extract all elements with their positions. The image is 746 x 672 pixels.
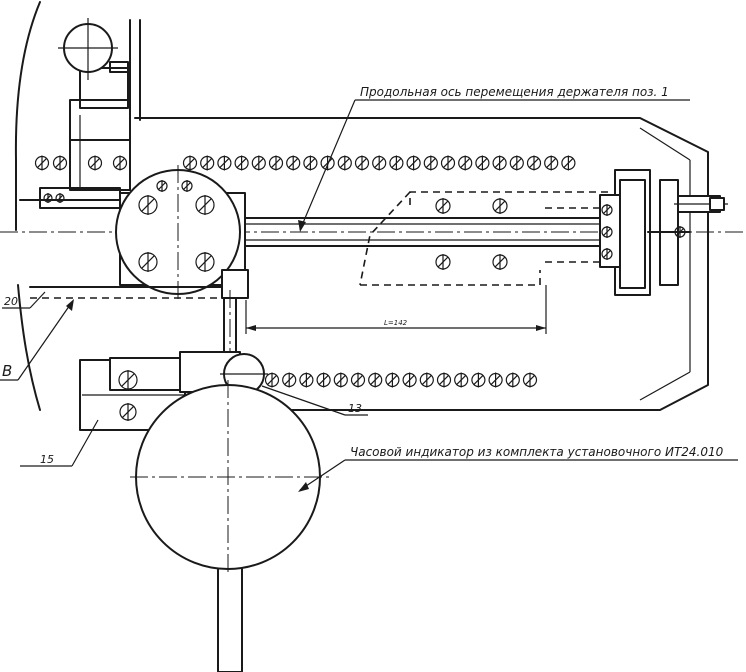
indicator-label-leader [299,459,346,491]
carriage-bolt [492,254,508,270]
flange-bolt [195,195,215,215]
top-row-bolt [251,155,266,171]
indicator-label-arrow [298,482,309,492]
top-row-bolt [544,155,559,171]
bottom-row-bolt [299,372,314,388]
top-row-bolt [320,155,335,171]
flange-bolt [195,252,215,272]
axis-label-leader [299,99,356,231]
carriage-bolt [492,198,508,214]
top-row-bolt [372,155,387,171]
top-row-bolt [389,155,404,171]
ref-13: 13 [348,402,362,415]
handle-bolt [674,226,686,238]
housing-inner-bottom [639,371,691,401]
flange-top-bolt [181,180,193,192]
top-row-bolt [406,155,421,171]
dashed-carriage [359,191,611,286]
top-row-bolt [234,155,249,171]
carriage-bolt [435,254,451,270]
top-row-bolt [354,155,370,171]
housing-outline [134,117,709,411]
bottom-row-bolt [419,372,434,388]
top-row-bolt [87,155,103,171]
bottom-row-bolt [436,372,452,388]
end-block-bolt [601,204,613,216]
bottom-row-bolt [385,372,400,388]
axis-label-arrow [298,220,306,232]
top-row-bolt [440,155,456,171]
bottom-row-bolt [505,372,520,388]
top-pillar [69,99,131,191]
top-row-bolt [182,155,198,171]
bottom-row-bolt [316,372,331,388]
rail-bolt [55,193,65,203]
housing-inner-top [639,127,691,161]
bottom-row-bolt [488,372,503,388]
dim-arrow-left [246,325,256,331]
top-row-bolt [217,155,232,171]
top-row-bolt [34,155,50,171]
refB-leader [17,301,73,381]
flange-bolt [138,195,158,215]
flange-bolt [138,252,158,272]
ref13-leader [261,385,346,416]
ref15-leader [71,419,99,467]
top-row-bolt [52,155,68,171]
ref-15: 15 [40,453,54,466]
lower-rail-end [221,269,249,299]
top-row-bolt [423,155,438,171]
frame-left-curve [14,1,41,231]
top-row-bolt [458,155,473,171]
bottom-row-bolt [454,372,469,388]
dim-arrow-right [536,325,546,331]
top-knob-stem [109,61,129,73]
axis-label: Продольная ось перемещения держателя поз… [360,85,669,99]
bolt-group [34,155,686,421]
handle-tip [709,197,725,211]
top-row-bolt [475,155,490,171]
ref20-leader [29,291,46,309]
bottom-row-bolt [282,372,297,388]
refB-arrow [66,299,74,311]
bottom-row-bolt [368,372,383,388]
indicator-label: Часовой индикатор из комплекта установоч… [350,445,724,459]
ref-B: B [2,362,12,380]
indicator-stem-bottom [217,559,243,672]
holder-bolt [118,370,138,390]
bottom-row-bolt [333,372,348,388]
top-pillar-upper [79,67,129,109]
top-row-bolt [200,155,215,171]
top-row-bolt [286,155,301,171]
top-row-bolt [112,155,128,171]
frame-left-lower [17,284,41,411]
end-block-bolt [601,248,613,260]
bottom-row-bolt [264,372,280,388]
rail-bolt [43,193,53,203]
holder-bolt [119,403,137,421]
flange-top-bolt [156,180,168,192]
top-row-bolt [492,155,507,171]
carriage-bolt [435,198,451,214]
top-row-bolt [303,155,318,171]
bottom-row-bolt [402,372,417,388]
top-row-bolt [337,155,352,171]
bottom-row-bolt [350,372,366,388]
top-row-bolt [509,155,524,171]
ref-20: 20 [4,295,18,308]
top-row-bolt [526,155,542,171]
bottom-row-bolt [471,372,486,388]
top-row-bolt [268,155,284,171]
top-row-bolt [561,155,576,171]
bottom-row-bolt [522,372,538,388]
indicator-holder-top [109,357,191,391]
end-block-bolt [601,226,613,238]
dim-text: L=142 [384,319,408,327]
